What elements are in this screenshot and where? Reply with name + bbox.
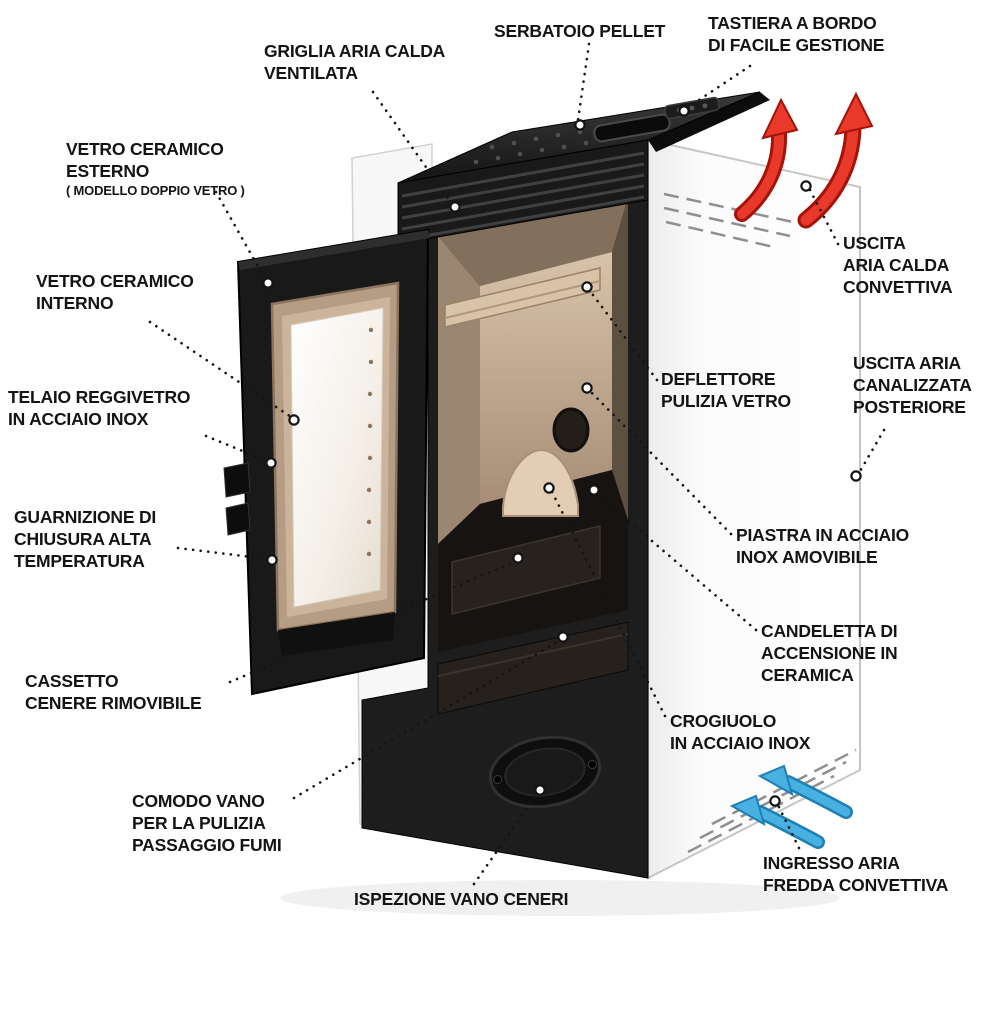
label-vetro-ceramico-esterno-note: ( MODELLO DOPPIO VETRO ) bbox=[66, 183, 245, 198]
label-vetro-ceramico-interno: VETRO CERAMICO INTERNO bbox=[36, 271, 194, 313]
label-guarnizione-chiusura: GUARNIZIONE DI CHIUSURA ALTA TEMPERATURA bbox=[14, 507, 157, 571]
hot-air-grille bbox=[397, 139, 649, 245]
label-ispezione-vano-ceneri: ISPEZIONE VANO CENERI bbox=[354, 889, 569, 909]
callout-dots bbox=[262, 105, 862, 807]
label-ingresso-aria-fredda: INGRESSO ARIA FREDDA CONVETTIVA bbox=[763, 853, 949, 895]
pellet-lid bbox=[593, 113, 671, 143]
ash-inspection-cover bbox=[488, 735, 602, 809]
label-cassetto-cenere: CASSETTO CENERE RIMOVIBILE bbox=[25, 671, 202, 713]
leader-lines bbox=[148, 42, 886, 886]
burn-pot bbox=[502, 448, 579, 517]
ash-drawer bbox=[451, 525, 601, 615]
stove-side-panel bbox=[647, 138, 861, 880]
stove-top-panel bbox=[397, 91, 770, 245]
flue-port bbox=[552, 407, 590, 453]
label-telaio-reggivetro: TELAIO REGGIVETRO IN ACCIAIO INOX bbox=[8, 387, 191, 429]
glass-air-holes bbox=[366, 327, 374, 557]
label-griglia-aria-calda-ventilata: GRIGLIA ARIA CALDA VENTILATA bbox=[264, 41, 446, 83]
label-comodo-vano-pulizia: COMODO VANO PER LA PULIZIA PASSAGGIO FUM… bbox=[132, 791, 282, 855]
label-uscita-aria-calda-convettiva: USCITA ARIA CALDA CONVETTIVA bbox=[843, 233, 953, 297]
stove-door bbox=[223, 228, 430, 696]
label-deflettore-pulizia-vetro: DEFLETTORE PULIZIA VETRO bbox=[661, 369, 791, 411]
door-handle bbox=[223, 462, 251, 498]
door-glass bbox=[290, 307, 384, 608]
upper-vent-slots bbox=[663, 192, 803, 250]
label-serbatoio-pellet: SERBATOIO PELLET bbox=[494, 21, 666, 41]
cold-air-arrows bbox=[729, 764, 853, 849]
label-candeletta-accensione: CANDELETTA DI ACCENSIONE IN CERAMICA bbox=[761, 621, 898, 685]
label-vetro-ceramico-esterno-text: VETRO CERAMICO ESTERNO bbox=[66, 139, 224, 181]
label-uscita-aria-canalizzata: USCITA ARIA CANALIZZATA POSTERIORE bbox=[853, 353, 972, 417]
label-crogiuolo-acciaio-inox: CROGIUOLO IN ACCIAIO INOX bbox=[670, 711, 811, 753]
combustion-chamber bbox=[438, 198, 628, 652]
floor-shadow bbox=[280, 880, 840, 916]
hot-air-arrows bbox=[734, 91, 874, 229]
label-tastiera-a-bordo: TASTIERA A BORDO DI FACILE GESTIONE bbox=[708, 13, 885, 55]
label-vetro-ceramico-esterno: VETRO CERAMICO ESTERNO ( MODELLO DOPPIO … bbox=[66, 116, 245, 221]
label-piastra-acciaio-inox: PIASTRA IN ACCIAIO INOX AMOVIBILE bbox=[736, 525, 910, 567]
deflector-plate bbox=[444, 267, 601, 328]
